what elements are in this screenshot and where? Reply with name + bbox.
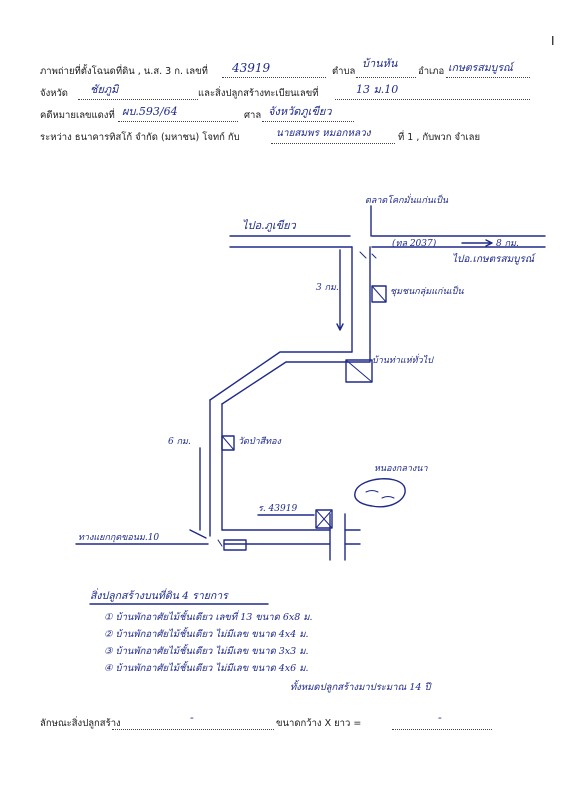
court-label: ศาล: [244, 110, 262, 121]
tambon-label: ตำบล: [332, 66, 356, 77]
page-corner-mark: I: [551, 34, 555, 48]
title-deed-number: 43919: [232, 61, 271, 75]
distance-3km-label: 3 กม.: [316, 283, 339, 293]
tambon-dotline: [356, 77, 416, 78]
building-type-dotline: [112, 729, 274, 730]
case-number-label: คดีหมายเลขแดงที่: [40, 110, 115, 121]
diagonal-road-outer: [209, 351, 353, 401]
junction-label: ทางแยกกุดขอนม.10: [78, 533, 160, 543]
house-number-label: และสิ่งปลูกสร้างทะเบียนเลขที่: [198, 88, 319, 99]
arrow-junction: [189, 529, 207, 539]
building-type-label: ลักษณะสิ่งปลูกสร้าง: [40, 718, 121, 729]
parties-label: ระหว่าง ธนาคารทิสโก้ จำกัด (มหาชน) โจทก์…: [40, 132, 240, 143]
cooperative-building: [371, 285, 387, 303]
age-note: ทั้งหมดปลูกสร้างมาประมาณ 14 ปี: [290, 682, 431, 693]
case-number-dotline: [118, 121, 238, 122]
pond-ripples: [365, 490, 395, 499]
court-dotline: [262, 121, 354, 122]
plot-label: ร. 43919: [258, 504, 298, 514]
tambon-value: บ้านหัน: [362, 57, 398, 70]
arrow-3km: [336, 249, 344, 331]
pond-label: หนองกลางนา: [374, 464, 428, 474]
temple-building: [221, 435, 235, 451]
case-number-value: ผบ.593/64: [122, 105, 178, 118]
village-house-label: บ้านท่าแห่ทั่วไป: [372, 356, 433, 366]
arrow-8km: [461, 239, 493, 247]
house-number-dotline: [335, 99, 530, 100]
size-label: ขนาดกว้าง X ยาว =: [276, 718, 362, 729]
legend-item: ③ บ้านพักอาศัยไม้ชั้นเดียว ไม่มีเลข ขนาด…: [104, 646, 309, 657]
diagonal-road-inner: [221, 351, 371, 405]
defendant-dotline: [271, 143, 395, 144]
size-dotline: [392, 729, 492, 730]
to-kaset-label: ไปอ.เกษตรสมบูรณ์: [452, 254, 535, 265]
plot-building: [315, 509, 333, 529]
legend-item: ④ บ้านพักอาศัยไม้ชั้นเดียว ไม่มีเลข ขนาด…: [104, 663, 309, 674]
defendant-suffix-label: ที่ 1 , กับพวก จำเลย: [398, 132, 481, 143]
building-type-value: -: [190, 711, 194, 724]
village-house-building: [345, 359, 373, 383]
province-label: จังหวัด: [40, 88, 68, 99]
junction-building: [223, 539, 247, 551]
pond-outline: [354, 478, 406, 508]
road-code-label: (ทล 2037): [392, 239, 437, 249]
title-deed-dotline: [222, 77, 326, 78]
bottom-road-branch: [329, 513, 346, 561]
house-number-value: 13 ม.10: [356, 83, 399, 96]
legend-item: ② บ้านพักอาศัยไม้ชั้นเดียว ไม่มีเลข ขนาด…: [104, 629, 309, 640]
amphoe-dotline: [446, 77, 530, 78]
size-value: -: [438, 711, 442, 724]
legend-item: ① บ้านพักอาศัยไม้ชั้นเดียว เลขที่ 13 ขนา…: [104, 612, 313, 623]
province-value: ชัยภูมิ: [90, 83, 119, 96]
province-dotline: [78, 99, 198, 100]
market-label: ตลาดโคกมั่นแก่นเป็น: [365, 196, 448, 206]
court-value: จังหวัดภูเขียว: [268, 105, 332, 118]
legend-title: สิ่งปลูกสร้างบนที่ดิน 4 รายการ: [90, 590, 228, 602]
title-deed-label: ภาพถ่ายที่ตั้งโฉนดที่ดิน , น.ส. 3 ก. เลข…: [40, 66, 208, 77]
amphoe-label: อำเภอ: [418, 66, 445, 77]
cooperative-label: ชุมชนกลุ่มแก่นเป็น: [390, 287, 464, 297]
to-phukhieo-label: ไปอ.ภูเขียว: [242, 219, 296, 232]
defendant-name: นายสมพร หมอกหลวง: [276, 128, 371, 139]
temple-label: วัดป่าสีทอง: [238, 437, 281, 447]
distance-8km-label: 8 กม.: [496, 239, 519, 249]
amphoe-value: เกษตรสมบูรณ์: [448, 62, 513, 74]
distance-6km-label: 6 กม.: [168, 437, 191, 447]
